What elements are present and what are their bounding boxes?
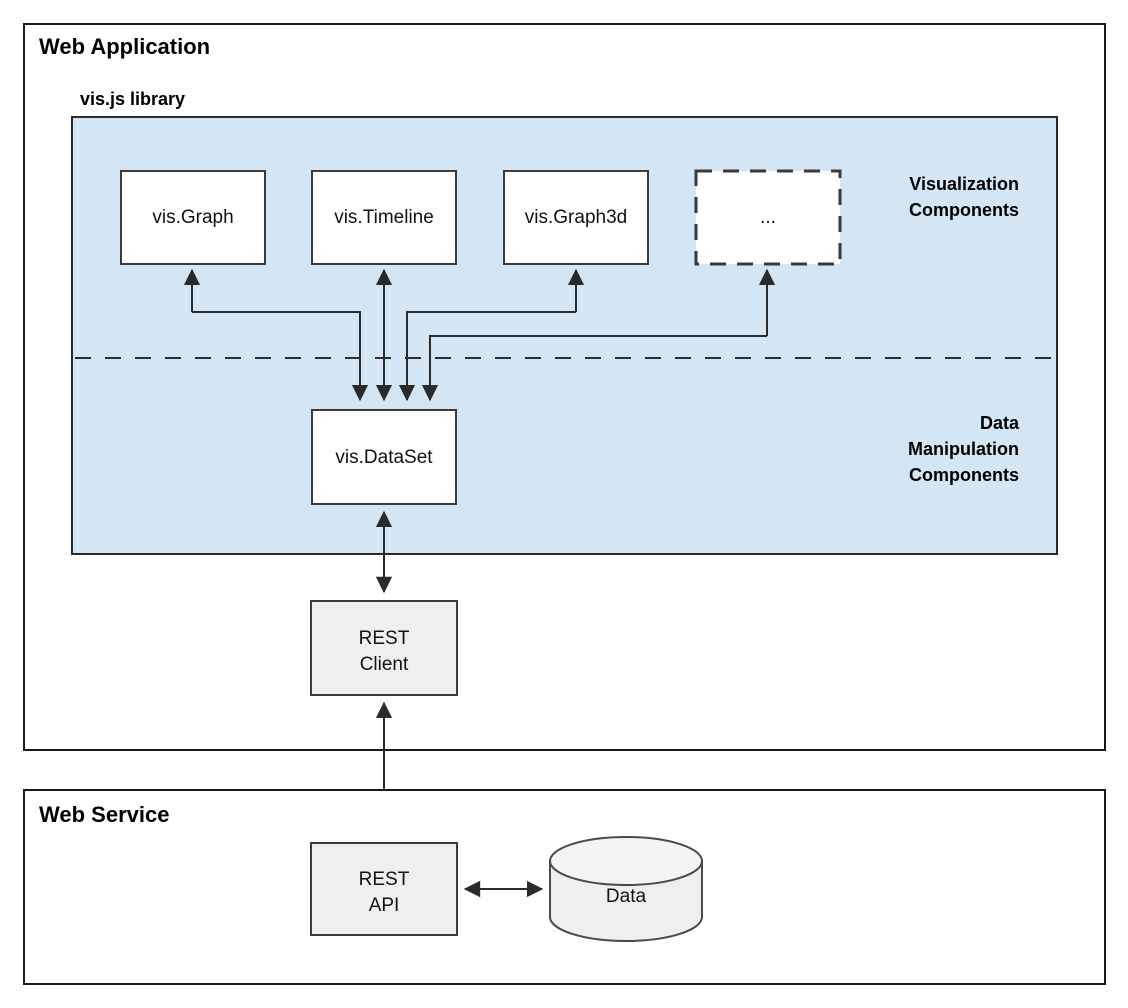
node-vis-graph3d[interactable]: vis.Graph3d <box>503 170 649 265</box>
node-data-store[interactable]: Data <box>549 836 703 942</box>
node-vis-graph-box[interactable] <box>120 170 266 265</box>
frame-web-application-title: Web Application <box>39 34 210 59</box>
group-label-data-line1: Data <box>980 413 1020 433</box>
node-vis-dataset[interactable]: vis.DataSet <box>311 409 457 505</box>
node-vis-timeline-box[interactable] <box>311 170 457 265</box>
group-label-data-line2: Manipulation <box>908 439 1019 459</box>
node-vis-timeline[interactable]: vis.Timeline <box>311 170 457 265</box>
node-vis-graph[interactable]: vis.Graph <box>120 170 266 265</box>
node-rest-client-label-line1: REST <box>359 628 410 649</box>
node-vis-graph-label: vis.Graph <box>152 207 233 228</box>
node-rest-client-box[interactable] <box>310 600 458 696</box>
node-data-store-cylinder-top[interactable] <box>549 836 703 886</box>
connector-dataset-to-vis-graph3d <box>398 311 576 402</box>
group-label-data-line3: Components <box>909 465 1019 485</box>
node-more-components-box[interactable] <box>694 169 842 266</box>
group-label-visualization-line1: Visualization <box>909 174 1019 194</box>
group-label-visualization-line2: Components <box>909 200 1019 220</box>
connector-dataset-to-more <box>421 335 767 402</box>
node-vis-dataset-box[interactable] <box>311 409 457 505</box>
node-rest-client-label-line2: Client <box>360 654 409 675</box>
node-vis-graph3d-box[interactable] <box>503 170 649 265</box>
node-more-components[interactable]: ... <box>694 169 842 266</box>
node-rest-api[interactable]: REST API <box>310 842 458 936</box>
node-rest-api-label-line2: API <box>369 895 400 916</box>
node-data-store-label: Data <box>606 886 647 907</box>
node-rest-api-box[interactable] <box>310 842 458 936</box>
node-rest-api-label-line1: REST <box>359 869 410 890</box>
group-label-visualization-components: Visualization Components <box>909 174 1019 220</box>
panel-title-visjs-library: vis.js library <box>80 89 185 109</box>
node-vis-timeline-label: vis.Timeline <box>334 207 434 228</box>
node-vis-graph3d-label: vis.Graph3d <box>525 207 627 228</box>
group-label-data-manipulation-components: Data Manipulation Components <box>908 413 1020 485</box>
node-more-components-label: ... <box>760 207 776 228</box>
node-rest-client[interactable]: REST Client <box>310 600 458 696</box>
connector-dataset-to-vis-graph <box>192 311 369 402</box>
frame-web-service-title: Web Service <box>39 802 169 827</box>
node-vis-dataset-label: vis.DataSet <box>335 447 433 468</box>
